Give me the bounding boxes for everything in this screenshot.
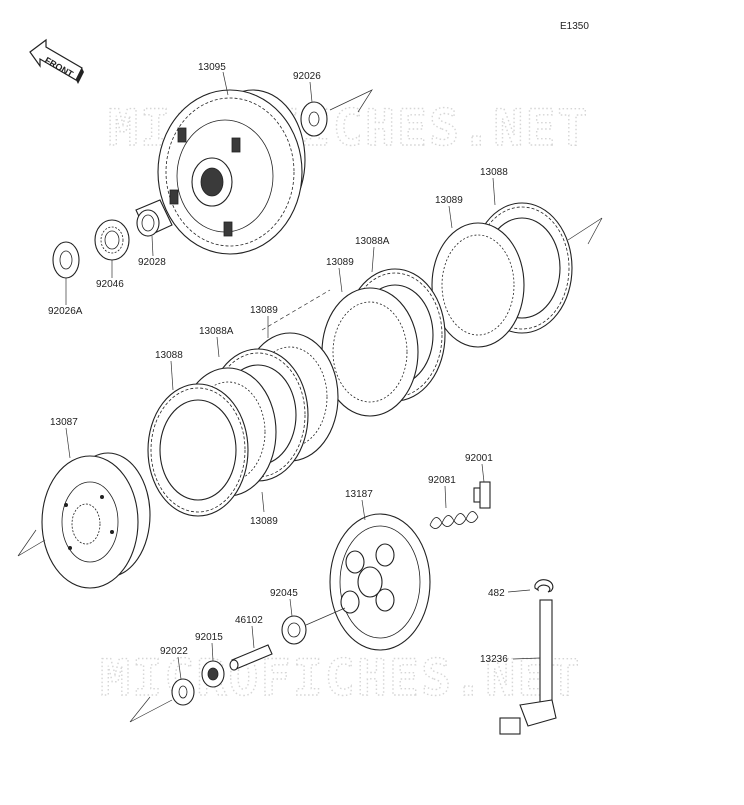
spring-92081 [429,511,479,529]
label-92001: 92001 [465,453,493,464]
nut-92015 [201,660,225,688]
label-46102: 46102 [235,615,263,626]
label-13095: 13095 [198,62,226,73]
label-13089-upper: 13089 [435,195,463,206]
label-92028: 92028 [138,257,166,268]
washer-92026 [300,101,328,137]
washer-92026A [52,241,80,279]
steel-plate-13089-upper [431,222,525,348]
label-13087: 13087 [50,417,78,428]
label-13089-bottom: 13089 [250,516,278,527]
label-13088-upper: 13088 [480,167,508,178]
label-13236: 13236 [480,654,508,665]
clutch-hub-13087 [41,452,151,589]
label-13089-lower: 13089 [250,305,278,316]
collar-92028 [135,199,173,237]
pressure-plate-13187 [329,513,431,651]
label-13089-mid: 13089 [326,257,354,268]
label-92081: 92081 [428,475,456,486]
label-92022: 92022 [160,646,188,657]
label-92046: 92046 [96,279,124,290]
label-13088-lower: 13088 [155,350,183,361]
label-482: 482 [488,588,505,599]
watermark-bottom: MICROFICHES.NET [100,649,582,707]
label-92045: 92045 [270,588,298,599]
label-13088A-lower: 13088A [199,326,234,337]
label-92026: 92026 [293,71,321,82]
washer-92022 [171,678,195,706]
release-shaft-13236 [499,599,557,735]
steel-plate-13089-mid [321,287,419,417]
label-13187: 13187 [345,489,373,500]
friction-plate-13088-lower [147,383,249,517]
bolt-92001 [473,481,491,509]
diagram-code: E1350 [560,21,589,32]
front-arrow-icon: FRONT [29,38,84,84]
needle-bearing-92046 [94,219,130,261]
label-13088A-mid: 13088A [355,236,390,247]
label-92015: 92015 [195,632,223,643]
label-92026A: 92026A [48,306,83,317]
push-rod-46102 [229,644,273,671]
ball-bearing-92045 [281,615,307,645]
clutch-housing-13095 [157,89,306,255]
circlip-482 [534,579,554,593]
